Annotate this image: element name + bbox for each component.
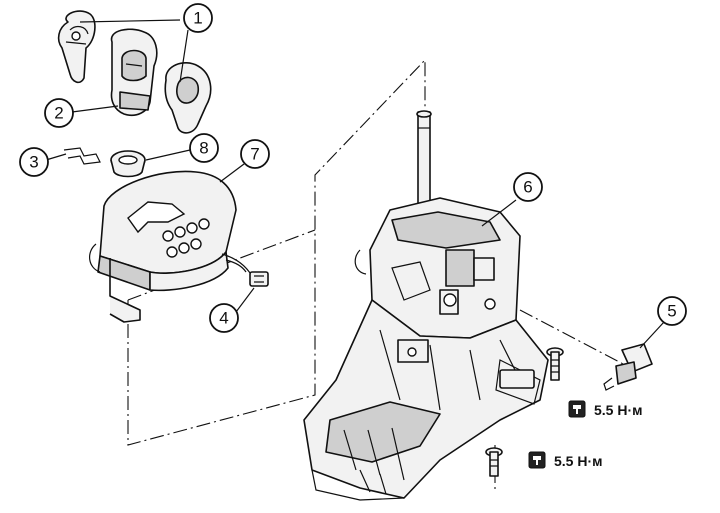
callout-6: 6 xyxy=(513,172,543,202)
callout-5: 5 xyxy=(657,296,687,326)
torque-wrench-icon xyxy=(568,400,586,418)
selector-knob-cover-left xyxy=(57,10,96,84)
guide-line-connector-5 xyxy=(519,309,626,366)
callout-8: 8 xyxy=(189,133,219,163)
callout-3-label: 3 xyxy=(29,153,38,172)
callout-1: 1 xyxy=(183,3,213,33)
knob-boot xyxy=(110,150,146,178)
callout-6-label: 6 xyxy=(523,178,532,197)
torque-wrench-icon xyxy=(528,451,546,469)
harness-connector xyxy=(221,253,269,287)
lock-clip xyxy=(63,147,101,165)
leader-7 xyxy=(219,163,245,183)
callout-5-label: 5 xyxy=(667,302,676,321)
detent-sensor-switch xyxy=(603,343,653,391)
mounting-bolt-rear xyxy=(546,347,564,381)
torque-value-rear: 5.5 Н·м xyxy=(594,402,642,418)
mounting-bolt-front xyxy=(485,447,503,477)
leader-4 xyxy=(235,287,255,313)
selector-knob-cover-right xyxy=(164,62,212,134)
callout-8-label: 8 xyxy=(199,139,208,158)
callout-2: 2 xyxy=(44,98,74,128)
callout-3: 3 xyxy=(19,147,49,177)
shift-indicator-panel xyxy=(89,170,247,323)
shift-lever-assembly xyxy=(303,110,549,501)
leader-5 xyxy=(639,321,665,349)
leader-2 xyxy=(71,105,119,113)
torque-spec-front: 5.5 Н·м xyxy=(528,451,602,469)
callout-1-label: 1 xyxy=(193,9,202,28)
torque-spec-rear: 5.5 Н·м xyxy=(568,400,642,418)
torque-value-front: 5.5 Н·м xyxy=(554,453,602,469)
callout-4: 4 xyxy=(209,303,239,333)
guide-line-knob-to-rod xyxy=(127,58,426,446)
leader-1 xyxy=(79,19,189,83)
callout-2-label: 2 xyxy=(54,104,63,123)
callout-leaders xyxy=(45,19,665,349)
callout-4-label: 4 xyxy=(219,309,228,328)
selector-knob-body xyxy=(110,28,158,117)
leader-8 xyxy=(145,149,191,161)
leader-6 xyxy=(481,199,517,227)
callout-7-label: 7 xyxy=(250,145,259,164)
callout-7: 7 xyxy=(240,139,270,169)
leader-3 xyxy=(45,153,67,161)
